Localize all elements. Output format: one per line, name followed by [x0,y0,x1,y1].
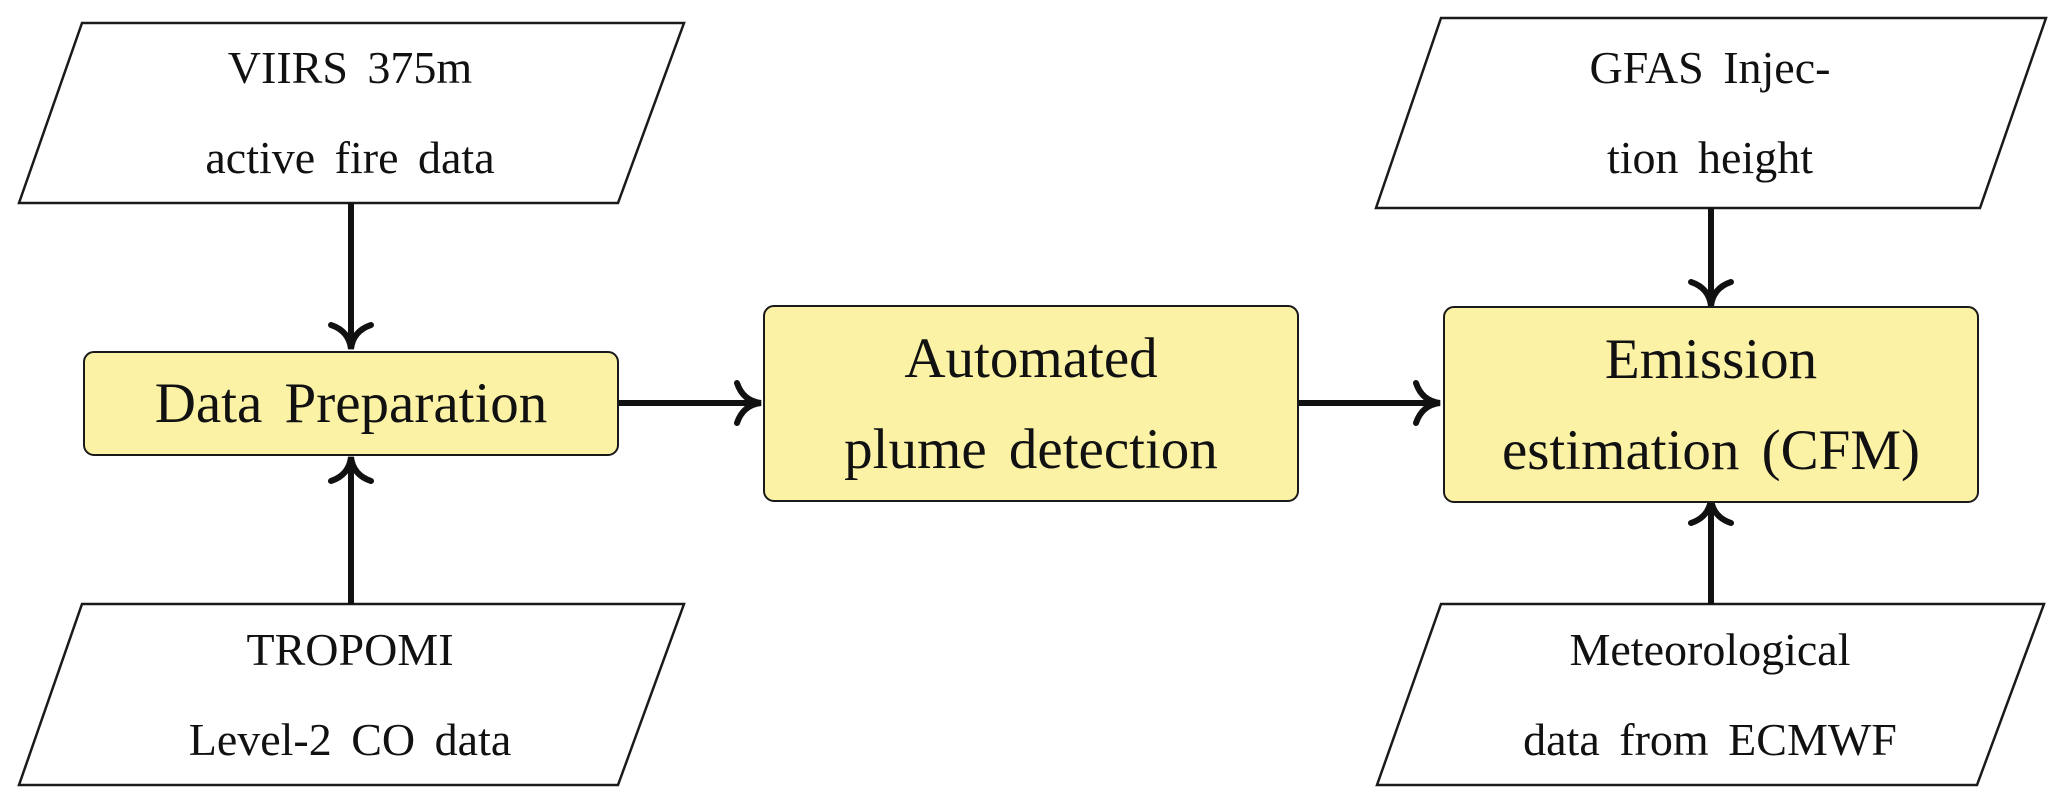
viirs-input-shape [17,21,686,205]
emission-estimation-box: Emission estimation (CFM) [1443,306,1979,503]
plume-detection-line-1: Automated [904,326,1158,390]
tropomi-input-shape [17,602,686,787]
data-preparation-label: Data Preparation [154,372,548,435]
gfas-line-1: GFAS Injec- [1589,42,1831,93]
meteo-input-shape [1375,602,2046,787]
tropomi-input-label: TROPOMI Level-2 CO data [60,604,640,785]
tropomi-line-2: Level-2 CO data [188,713,512,765]
viirs-input-label: VIIRS 375m active fire data [60,23,640,203]
arrowhead-down-preparation-top [328,322,374,350]
meteo-line-2: data from ECMWF [1523,713,1897,765]
plume-detection-box: Automated plume detection [763,305,1299,502]
viirs-line-2: active fire data [205,132,495,183]
meteo-line-1: Meteorological [1569,623,1851,675]
arrowhead-right-estimation [1413,380,1441,426]
emission-estimation-line-2: estimation (CFM) [1501,418,1921,482]
viirs-line-1: VIIRS 375m [227,42,473,93]
tropomi-line-1: TROPOMI [246,623,454,675]
gfas-line-2: tion height [1606,132,1814,183]
gfas-input-shape [1374,16,2048,210]
arrowhead-right-detection [734,380,762,426]
data-preparation-box: Data Preparation [83,351,619,456]
gfas-input-label: GFAS Injec- tion height [1420,18,2000,208]
plume-detection-line-2: plume detection [844,417,1218,481]
meteo-input-label: Meteorological data from ECMWF [1420,604,2000,785]
arrowhead-up-preparation-bottom [328,456,374,484]
emission-estimation-line-1: Emission [1604,327,1818,391]
